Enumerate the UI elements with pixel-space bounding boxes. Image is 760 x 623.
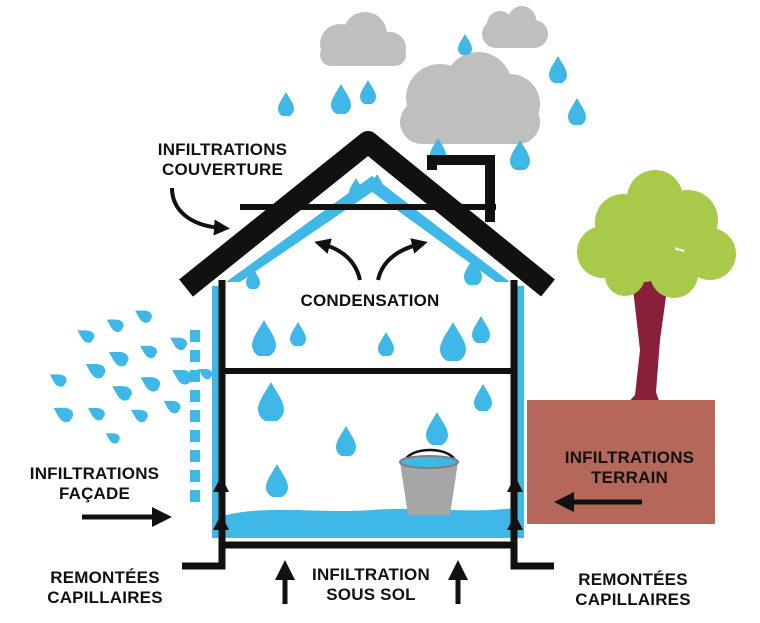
label-line: REMONTÉES	[578, 570, 688, 589]
label-capillary-left: REMONTÉES CAPILLAIRES	[30, 568, 180, 608]
arrow-icon-condensation	[314, 238, 428, 281]
label-line: INFILTRATION	[312, 565, 430, 584]
arrow-icon-roof	[170, 187, 230, 236]
label-condensation: CONDENSATION	[280, 291, 460, 311]
arrow-icon-basement	[275, 560, 468, 604]
cloud-icon-top	[482, 6, 548, 48]
label-line: CONDENSATION	[300, 291, 440, 310]
label-line: SOUS SOL	[326, 585, 416, 604]
label-line: REMONTÉES	[50, 568, 160, 587]
arrow-icon-capillary	[213, 476, 523, 540]
facade-wet-strip	[190, 330, 200, 502]
label-line: TERRAIN	[591, 468, 668, 487]
label-line: INFILTRATIONS	[564, 448, 695, 467]
bucket-icon	[399, 448, 459, 515]
label-line: FAÇADE	[58, 484, 131, 503]
label-capillary-right: REMONTÉES CAPILLAIRES	[558, 570, 708, 610]
label-facade-infiltration: INFILTRATIONS FAÇADE	[12, 464, 177, 504]
label-line: CAPILLAIRES	[575, 590, 691, 609]
label-line: CAPILLAIRES	[47, 588, 163, 607]
label-roof-infiltration: INFILTRATIONS COUVERTURE	[140, 140, 305, 180]
cloud-icon-small	[320, 12, 406, 66]
tree-icon	[577, 170, 736, 422]
house-icon	[179, 131, 555, 570]
label-line: INFILTRATIONS	[157, 140, 288, 159]
cloud-icon-large	[400, 52, 540, 144]
label-line: COUVERTURE	[161, 160, 283, 179]
label-line: INFILTRATIONS	[29, 464, 160, 483]
label-terrain-infiltration: INFILTRATIONS TERRAIN	[547, 448, 712, 488]
label-basement-infiltration: INFILTRATION SOUS SOL	[296, 565, 446, 605]
